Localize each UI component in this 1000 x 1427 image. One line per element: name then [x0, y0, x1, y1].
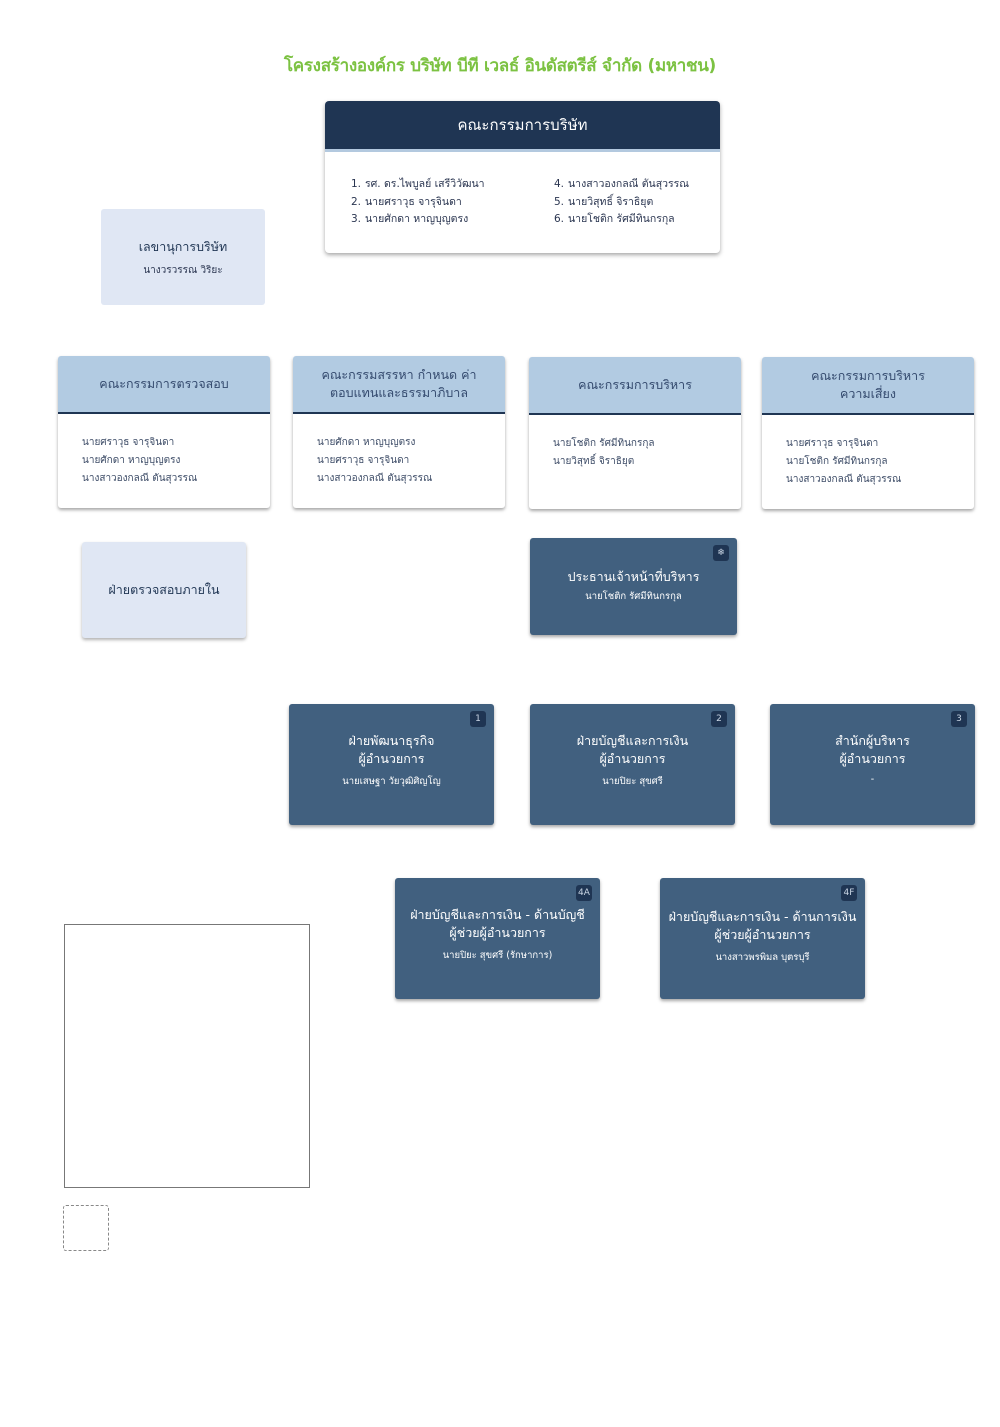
committee-member: นางสาวองกลณี ตันสุวรรณ: [786, 474, 902, 485]
committee-member: นายวิสุทธิ์ จิราธิยุต: [553, 456, 635, 467]
dept-head-name: -: [870, 774, 875, 785]
dashed-placeholder: [63, 1205, 109, 1251]
risk-committee-card: คณะกรรมการบริหาร ความเสี่ยง นายศราวุธ จา…: [762, 357, 974, 509]
company-secretary-box: เลขานุการบริษัท นางวรวรรณ วิริยะ: [101, 209, 265, 305]
committee-member: นายศักดา หาญบุญตรง: [317, 437, 416, 448]
board-member: 1.รศ. ดร.ไพบูลย์ เสรีวิวัฒนา: [351, 178, 485, 190]
dept-head-name: นายปิยะ สุขศรี (รักษาการ): [442, 950, 553, 961]
dept-head-name: นางสาวพรพิมล บุตรบุรี: [715, 952, 810, 963]
dept-position: ผู้อำนวยการ: [358, 751, 425, 766]
committee-title: คณะกรรมการบริหาร ความเสี่ยง: [762, 357, 974, 415]
committee-title: คณะกรรมการบริหาร: [529, 357, 741, 415]
dept-number-badge: 3: [951, 711, 967, 727]
committee-member: นายศราวุธ จารุจินดา: [786, 438, 879, 449]
board-member: 2.นายศราวุธ จารุจินดา: [351, 195, 462, 208]
dept-position: ผู้ช่วยผู้อำนวยการ: [449, 925, 546, 940]
ceo-box: ❄ ประธานเจ้าหน้าที่บริหาร นายโชติก รัศมี…: [530, 538, 737, 635]
dept-head-name: นายเสษฐา วัยวุฒิศิญโญ: [342, 776, 441, 787]
committee-member: นายศราวุธ จารุจินดา: [317, 455, 410, 466]
board-member: 3.นายศักดา หาญบุญตรง: [351, 213, 469, 225]
business-development-dept-box: 1 ฝ่ายพัฒนาธุรกิจ ผู้อำนวยการ นายเสษฐา ว…: [289, 704, 494, 825]
dept-position: ผู้ช่วยผู้อำนวยการ: [714, 927, 811, 942]
committee-members: นายศราวุธ จารุจินดา นายศักดา หาญบุญตรง น…: [82, 434, 197, 488]
dept-number-badge: 4F: [841, 885, 857, 901]
dept-position: ผู้อำนวยการ: [599, 751, 666, 766]
board-members-col-2: 4.นางสาวองกลณี ตันสุวรรณ 5.นายวิสุทธิ์ จ…: [554, 176, 689, 229]
ceo-name: นายโชติก รัศมีทินกรกุล: [585, 591, 682, 602]
executive-committee-card: คณะกรรมการบริหาร นายโชติก รัศมีทินกรกุล …: [529, 357, 741, 509]
committee-member: นางสาวองกลณี ตันสุวรรณ: [317, 473, 433, 484]
finance-subdept-box: 4F ฝ่ายบัญชีและการเงิน - ด้านการเงิน ผู้…: [660, 878, 865, 999]
chart-title: โครงสร้างองค์กร บริษัท บีที เวลธ์ อินดัส…: [283, 56, 717, 76]
dept-number-badge: 1: [470, 711, 486, 727]
secretary-name: นางวรวรรณ วิริยะ: [143, 265, 223, 276]
committee-members: นายโชติก รัศมีทินกรกุล นายวิสุทธิ์ จิราธ…: [553, 435, 655, 471]
committee-title: คณะกรรมการตรวจสอบ: [58, 356, 270, 414]
accounting-finance-dept-box: 2 ฝ่ายบัญชีและการเงิน ผู้อำนวยการ นายปิย…: [530, 704, 735, 825]
committee-title: คณะกรรมสรรหา กำหนด ค่าตอบแทนและธรรมาภิบา…: [293, 356, 505, 414]
snowflake-icon: ❄: [713, 545, 729, 561]
executive-office-dept-box: 3 สำนักผู้บริหาร ผู้อำนวยการ -: [770, 704, 975, 825]
dept-head-name: นายปิยะ สุขศรี: [602, 776, 663, 787]
board-member: 5.นายวิสุทธิ์ จิราธิยุต: [554, 195, 654, 208]
accounting-subdept-box: 4A ฝ่ายบัญชีและการเงิน - ด้านบัญชี ผู้ช่…: [395, 878, 600, 999]
secretary-title: เลขานุการบริษัท: [138, 239, 228, 254]
audit-committee-card: คณะกรรมการตรวจสอบ นายศราวุธ จารุจินดา นา…: [58, 356, 270, 508]
dept-title: ฝ่ายบัญชีและการเงิน - ด้านบัญชี: [410, 907, 585, 922]
committee-member: นางสาวองกลณี ตันสุวรรณ: [82, 473, 198, 484]
internal-audit-box: ฝ่ายตรวจสอบภายใน: [82, 542, 246, 638]
board-member: 4.นางสาวองกลณี ตันสุวรรณ: [554, 178, 690, 190]
committee-member: นายโชติก รัศมีทินกรกุล: [786, 456, 888, 467]
board-members-col-1: 1.รศ. ดร.ไพบูลย์ เสรีวิวัฒนา 2.นายศราวุธ…: [351, 176, 485, 229]
committee-member: นายโชติก รัศมีทินกรกุล: [553, 438, 655, 449]
committee-members: นายศราวุธ จารุจินดา นายโชติก รัศมีทินกรก…: [786, 435, 901, 489]
board-of-directors-card: คณะกรรมการบริษัท 1.รศ. ดร.ไพบูลย์ เสรีวิ…: [325, 101, 720, 253]
committee-member: นายศราวุธ จารุจินดา: [82, 437, 175, 448]
dept-number-badge: 2: [711, 711, 727, 727]
dept-title: ฝ่ายพัฒนาธุรกิจ: [348, 733, 435, 748]
dept-position: ผู้อำนวยการ: [839, 751, 906, 766]
board-member: 6.นายโชติก รัศมีทินกรกุล: [554, 213, 675, 225]
board-title: คณะกรรมการบริษัท: [325, 101, 720, 152]
ceo-title: ประธานเจ้าหน้าที่บริหาร: [567, 569, 700, 584]
dept-number-badge: 4A: [576, 885, 592, 901]
dept-title: ฝ่ายบัญชีและการเงิน - ด้านการเงิน: [668, 909, 857, 924]
dept-title: ฝ่ายบัญชีและการเงิน: [576, 733, 689, 748]
dept-title: สำนักผู้บริหาร: [835, 733, 910, 748]
empty-frame: [64, 924, 310, 1188]
nomination-committee-card: คณะกรรมสรรหา กำหนด ค่าตอบแทนและธรรมาภิบา…: [293, 356, 505, 508]
committee-members: นายศักดา หาญบุญตรง นายศราวุธ จารุจินดา น…: [317, 434, 432, 488]
committee-member: นายศักดา หาญบุญตรง: [82, 455, 181, 466]
